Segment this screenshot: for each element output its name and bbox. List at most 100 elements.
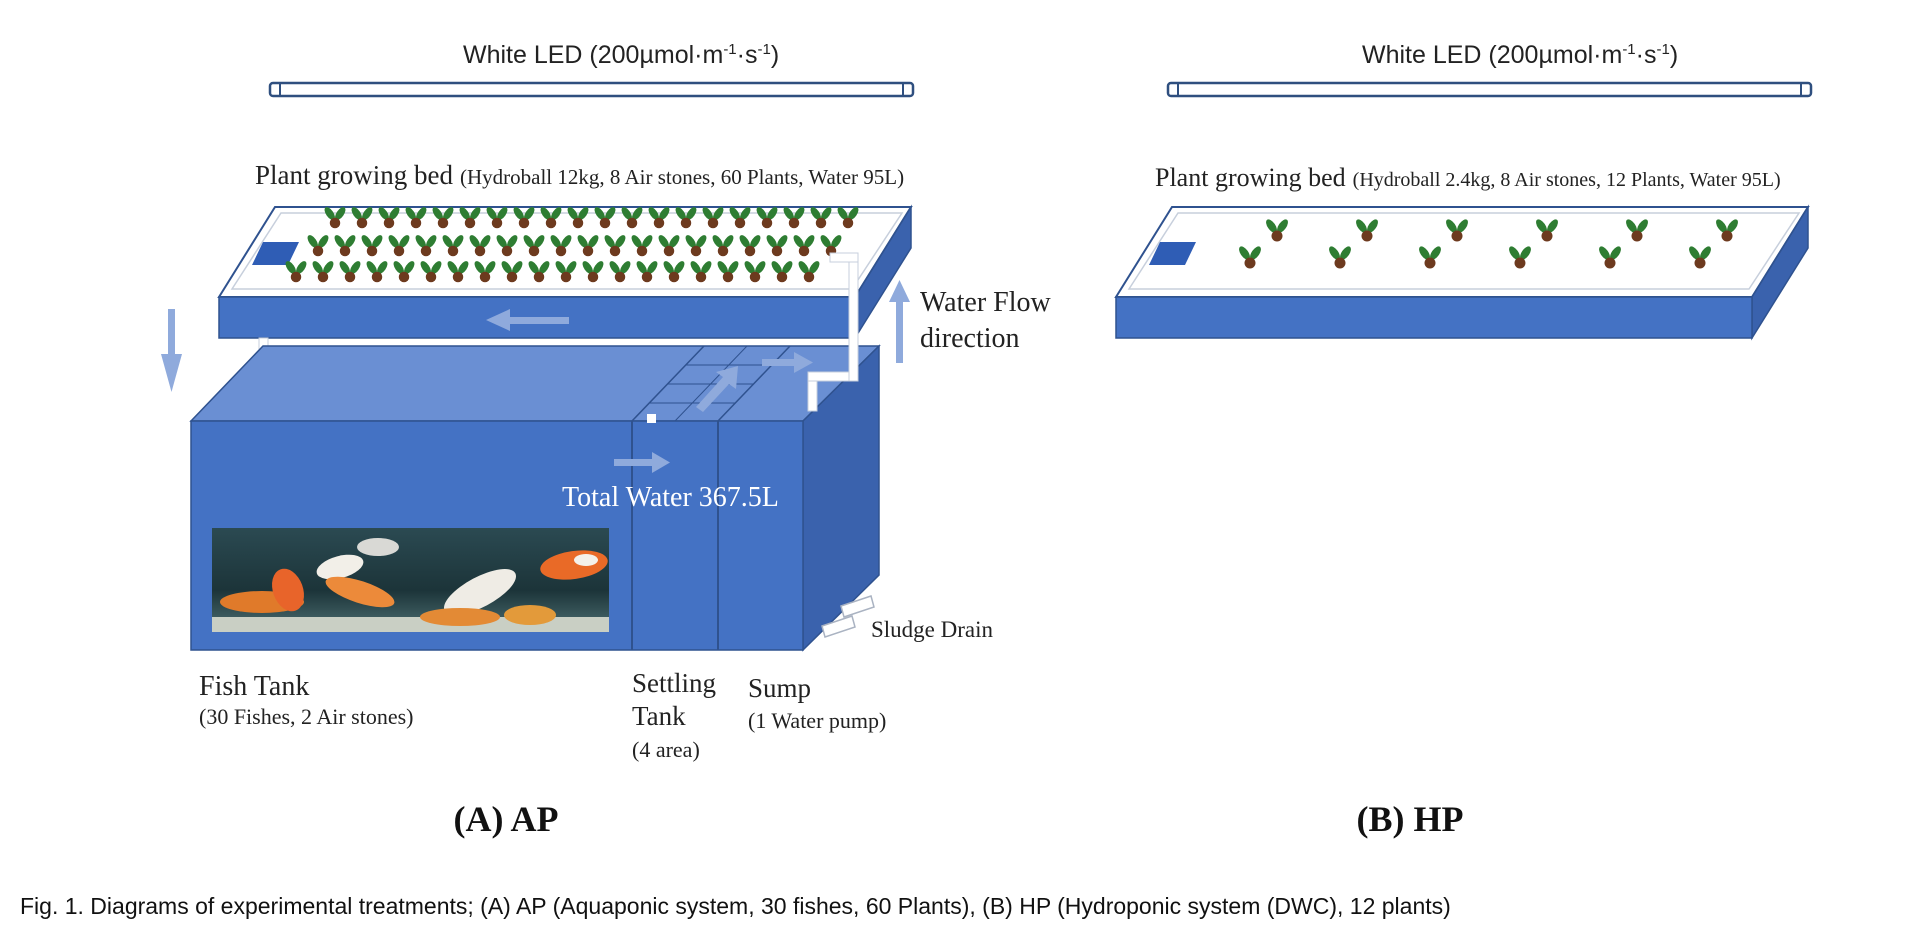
plant-icon bbox=[756, 207, 778, 229]
plant-icon bbox=[636, 261, 658, 283]
plant-icon bbox=[1419, 246, 1441, 269]
plant-icon bbox=[1446, 219, 1468, 242]
plant-icon bbox=[307, 235, 329, 257]
settling-tank-detail: (4 area) bbox=[632, 737, 700, 762]
plant-icon bbox=[540, 207, 562, 229]
plant-icon bbox=[766, 235, 788, 257]
plant-icon bbox=[793, 235, 815, 257]
plant-icon bbox=[474, 261, 496, 283]
plant-icon bbox=[513, 207, 535, 229]
plant-icon bbox=[1266, 219, 1288, 242]
sludge-drain-pipes bbox=[821, 595, 875, 638]
plant-icon bbox=[366, 261, 388, 283]
flow-direction-label-2: direction bbox=[920, 323, 1020, 354]
plant-icon bbox=[621, 207, 643, 229]
plant-icon bbox=[744, 261, 766, 283]
plant-icon bbox=[361, 235, 383, 257]
led-tube-b bbox=[1166, 81, 1813, 98]
flow-arrow-settling bbox=[614, 452, 670, 473]
plant-icon bbox=[631, 235, 653, 257]
plant-icon bbox=[1599, 246, 1621, 269]
plant-icon bbox=[783, 207, 805, 229]
plant-icon bbox=[712, 235, 734, 257]
plant-icon bbox=[658, 235, 680, 257]
panel-label-a: (A) AP bbox=[454, 799, 559, 839]
plant-icon bbox=[420, 261, 442, 283]
led-label-b: White LED (200µmol·m-1·s-1) bbox=[1362, 41, 1678, 69]
fish-tank-detail: (30 Fishes, 2 Air stones) bbox=[199, 704, 414, 729]
plants-b bbox=[1239, 219, 1738, 269]
plant-icon bbox=[582, 261, 604, 283]
plant-icon bbox=[486, 207, 508, 229]
plant-icon bbox=[690, 261, 712, 283]
plant-icon bbox=[594, 207, 616, 229]
figure-caption: Fig. 1. Diagrams of experimental treatme… bbox=[20, 893, 1451, 919]
plant-icon bbox=[798, 261, 820, 283]
plant-icon bbox=[523, 235, 545, 257]
plant-icon bbox=[810, 207, 832, 229]
plant-icon bbox=[555, 261, 577, 283]
plant-icon bbox=[351, 207, 373, 229]
total-water-label: Total Water 367.5L bbox=[562, 482, 779, 513]
flow-arrow-up bbox=[889, 280, 910, 363]
plant-icon bbox=[339, 261, 361, 283]
plant-icon bbox=[447, 261, 469, 283]
plant-icon bbox=[496, 235, 518, 257]
overflow-inlet bbox=[647, 414, 656, 423]
plant-icon bbox=[501, 261, 523, 283]
plant-icon bbox=[739, 235, 761, 257]
plant-icon bbox=[528, 261, 550, 283]
plant-icon bbox=[312, 261, 334, 283]
plant-icon bbox=[702, 207, 724, 229]
plant-icon bbox=[663, 261, 685, 283]
plants-a bbox=[285, 207, 859, 283]
settling-tank-label: Settling bbox=[632, 668, 716, 698]
return-pipe-a bbox=[807, 252, 859, 412]
plant-icon bbox=[567, 207, 589, 229]
fish-photo bbox=[212, 528, 609, 632]
plant-icon bbox=[717, 261, 739, 283]
plant-icon bbox=[442, 235, 464, 257]
plant-icon bbox=[550, 235, 572, 257]
plant-icon bbox=[285, 261, 307, 283]
flow-arrow-bed-a bbox=[486, 309, 569, 331]
fish-tank-label: Fish Tank bbox=[199, 671, 309, 702]
plant-icon bbox=[405, 207, 427, 229]
plant-icon bbox=[334, 235, 356, 257]
plant-icon bbox=[324, 207, 346, 229]
settling-tank-label-2: Tank bbox=[632, 701, 686, 731]
plant-icon bbox=[577, 235, 599, 257]
plant-icon bbox=[685, 235, 707, 257]
plant-icon bbox=[604, 235, 626, 257]
plant-icon bbox=[1509, 246, 1531, 269]
bed-title-b: Plant growing bed(Hydroball 2.4kg, 8 Air… bbox=[1155, 163, 1781, 192]
plant-icon bbox=[378, 207, 400, 229]
plant-icon bbox=[415, 235, 437, 257]
led-label-a: White LED (200µmol·m-1·s-1) bbox=[463, 41, 779, 69]
plant-icon bbox=[648, 207, 670, 229]
led-tube-a bbox=[268, 81, 915, 98]
flow-direction-label: Water Flow bbox=[920, 287, 1051, 318]
plant-icon bbox=[393, 261, 415, 283]
plant-icon bbox=[469, 235, 491, 257]
plant-icon bbox=[837, 207, 859, 229]
plant-icon bbox=[1536, 219, 1558, 242]
plant-icon bbox=[459, 207, 481, 229]
plant-icon bbox=[1239, 246, 1261, 269]
flow-arrow-down bbox=[161, 309, 182, 392]
plant-icon bbox=[609, 261, 631, 283]
plant-icon bbox=[675, 207, 697, 229]
panel-label-b: (B) HP bbox=[1357, 799, 1464, 839]
plant-icon bbox=[388, 235, 410, 257]
plant-icon bbox=[1329, 246, 1351, 269]
plant-icon bbox=[1689, 246, 1711, 269]
plant-icon bbox=[1356, 219, 1378, 242]
flow-arrows-tank-top bbox=[696, 352, 813, 412]
plant-icon bbox=[1716, 219, 1738, 242]
plant-icon bbox=[729, 207, 751, 229]
plant-icon bbox=[1626, 219, 1648, 242]
bed-title-a: Plant growing bed(Hydroball 12kg, 8 Air … bbox=[255, 160, 904, 190]
sump-label: Sump bbox=[748, 673, 811, 703]
